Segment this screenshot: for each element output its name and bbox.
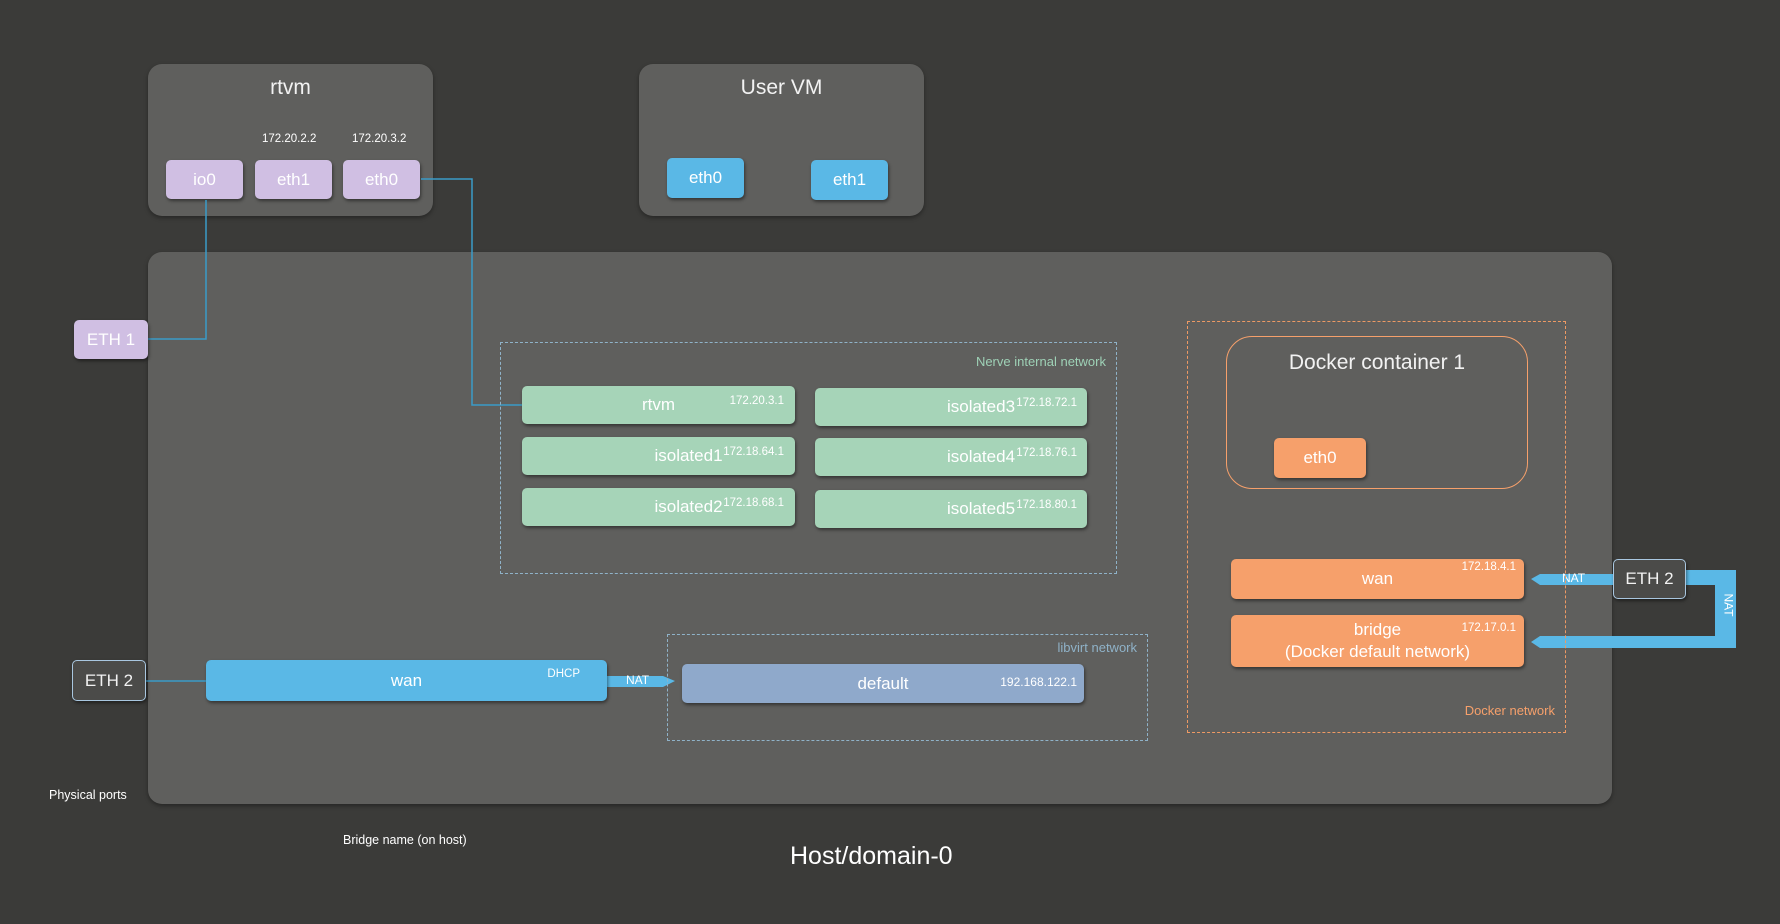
physical-ports-caption: Physical ports — [49, 788, 127, 802]
bridge-isolated4-ip: 172.18.76.1 — [1016, 447, 1077, 459]
rtvm-panel: rtvm 172.20.2.2 172.20.3.2 io0 eth1 eth0 — [148, 64, 433, 216]
bridge-isolated1[interactable]: isolated1 172.18.64.1 — [522, 437, 795, 475]
rtvm-eth1-ip: 172.20.2.2 — [262, 133, 317, 145]
bridge-isolated1-name: isolated1 — [654, 446, 723, 465]
bridge-isolated4[interactable]: isolated4 172.18.76.1 — [815, 438, 1087, 476]
libvirt-nat-label: NAT — [626, 673, 650, 687]
libvirt-network-frame: libvirt network — [667, 634, 1148, 741]
docker-bridge-wan-name: wan — [1361, 569, 1394, 588]
docker-bridge-wan[interactable]: wan 172.18.4.1 — [1231, 559, 1524, 599]
bridge-rtvm-name: rtvm — [641, 395, 676, 414]
bridge-isolated2[interactable]: isolated2 172.18.68.1 — [522, 488, 795, 526]
bridge-wan-host[interactable]: wan DHCP — [206, 660, 607, 701]
user-vm-iface-eth0[interactable]: eth0 — [667, 158, 744, 198]
rtvm-iface-io0[interactable]: io0 — [166, 160, 243, 199]
bridge-wan-host-name: wan — [390, 670, 423, 690]
bridge-isolated5[interactable]: isolated5 172.18.80.1 — [815, 490, 1087, 528]
docker-network-frame: Docker network — [1187, 321, 1566, 733]
physical-port-eth2-right[interactable]: ETH 2 — [1613, 559, 1686, 599]
bridge-isolated3-ip: 172.18.72.1 — [1016, 397, 1077, 409]
docker-container-iface-eth0[interactable]: eth0 — [1274, 438, 1366, 478]
docker-container-title: Docker container 1 — [1288, 351, 1466, 374]
docker-bridge-default-name: bridge — [1353, 620, 1402, 639]
host-label: Host/domain-0 — [790, 842, 953, 870]
bridge-default-name: default — [857, 673, 909, 693]
bridge-rtvm[interactable]: rtvm 172.20.3.1 — [522, 386, 795, 424]
user-vm-title: User VM — [740, 76, 823, 99]
docker-container-panel: Docker container 1 eth0 — [1226, 336, 1528, 489]
docker-bridge-default-sub: (Docker default network) — [1284, 642, 1471, 661]
bridge-wan-host-dhcp: DHCP — [547, 668, 580, 680]
bridge-isolated5-ip: 172.18.80.1 — [1016, 499, 1077, 511]
rtvm-eth0-ip: 172.20.3.2 — [352, 133, 407, 145]
bridge-rtvm-ip: 172.20.3.1 — [729, 395, 784, 407]
user-vm-panel: User VM eth0 eth1 — [639, 64, 924, 216]
bridge-default-ip: 192.168.122.1 — [1000, 675, 1077, 689]
user-vm-iface-eth1[interactable]: eth1 — [811, 160, 888, 200]
docker-bridge-wan-ip: 172.18.4.1 — [1461, 561, 1516, 573]
bridge-isolated5-name: isolated5 — [946, 499, 1016, 518]
bridge-isolated1-ip: 172.18.64.1 — [723, 446, 784, 458]
docker-bridge-default[interactable]: bridge (Docker default network) 172.17.0… — [1231, 615, 1524, 667]
libvirt-network-label: libvirt network — [1057, 640, 1137, 655]
bridge-name-caption: Bridge name (on host) — [343, 833, 467, 847]
rtvm-iface-eth1[interactable]: eth1 — [255, 160, 332, 199]
docker-bridge-default-ip: 172.17.0.1 — [1461, 622, 1516, 634]
bridge-default[interactable]: default 192.168.122.1 — [682, 664, 1084, 703]
rtvm-iface-eth0[interactable]: eth0 — [343, 160, 420, 199]
bridge-isolated2-ip: 172.18.68.1 — [723, 497, 784, 509]
docker-network-label: Docker network — [1464, 703, 1555, 718]
bridge-isolated3-name: isolated3 — [946, 397, 1016, 416]
bridge-isolated2-name: isolated2 — [654, 497, 723, 516]
nerve-network-frame: Nerve internal network — [500, 342, 1117, 574]
docker-wan-nat-label: NAT — [1562, 571, 1586, 585]
bridge-isolated3[interactable]: isolated3 172.18.72.1 — [815, 388, 1087, 426]
rtvm-title: rtvm — [270, 76, 311, 99]
docker-bridge-nat-label: NAT — [1721, 593, 1736, 617]
physical-port-eth2-left[interactable]: ETH 2 — [72, 660, 146, 701]
bridge-isolated4-name: isolated4 — [946, 447, 1016, 466]
nerve-network-label: Nerve internal network — [975, 354, 1106, 369]
physical-port-eth1[interactable]: ETH 1 — [74, 320, 148, 359]
